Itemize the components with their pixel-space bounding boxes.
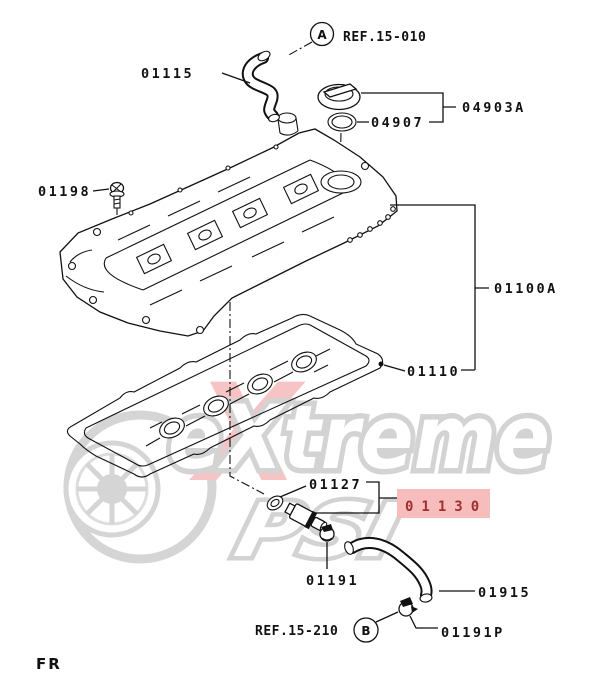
front-direction-label: FR	[36, 655, 62, 673]
highlight-01130-box[interactable]	[397, 489, 490, 518]
turbo-wheel-logo	[63, 440, 161, 538]
cover-ribs	[65, 176, 335, 306]
watermark: X eXtreme PSI	[63, 355, 556, 578]
label-01100a: 01100A	[494, 281, 558, 297]
bolt-01198-drawing	[109, 181, 125, 209]
oil-cap-oring-drawing	[327, 112, 357, 132]
breather-stub	[277, 112, 299, 136]
clamp-01191-drawing	[319, 524, 335, 542]
label-01191p: 01191P	[441, 625, 505, 641]
label-ref-15-010: REF.15-010	[343, 30, 426, 45]
spark-plug-wells	[135, 173, 320, 275]
breather-hose-01915-drawing	[344, 536, 433, 603]
gasket-plug-rings	[145, 348, 331, 447]
leader-lines	[92, 72, 489, 629]
valve-cover-drawing	[59, 112, 398, 337]
ref-marker-b-letter: B	[361, 624, 370, 638]
label-01191: 01191	[306, 573, 359, 589]
oil-filler-cap-drawing	[317, 83, 361, 111]
oil-filler-neck	[320, 170, 362, 194]
label-01915: 01915	[478, 585, 531, 601]
label-ref-15-210: REF.15-210	[255, 624, 338, 639]
ref-marker-a: A	[309, 21, 335, 47]
label-04907: 04907	[371, 115, 424, 131]
ref-marker-b: B	[353, 617, 379, 643]
label-01127: 01127	[309, 477, 362, 493]
label-01130[interactable]: 01130	[405, 499, 487, 515]
ref-marker-a-letter: A	[317, 28, 327, 42]
label-01115: 01115	[141, 66, 194, 82]
highlighted-label-01130[interactable]: 01130	[397, 489, 490, 518]
bolt-bosses	[67, 144, 370, 335]
gasket-drawing	[66, 313, 384, 478]
label-04903a: 04903A	[462, 100, 526, 116]
clamp-01191p-drawing	[398, 597, 418, 617]
oring-01127-drawing	[266, 495, 284, 511]
pcv-hose-01115-drawing	[241, 50, 280, 123]
flange-bolt-chain	[347, 206, 396, 243]
label-01198: 01198	[38, 184, 91, 200]
label-01110: 01110	[407, 364, 460, 380]
